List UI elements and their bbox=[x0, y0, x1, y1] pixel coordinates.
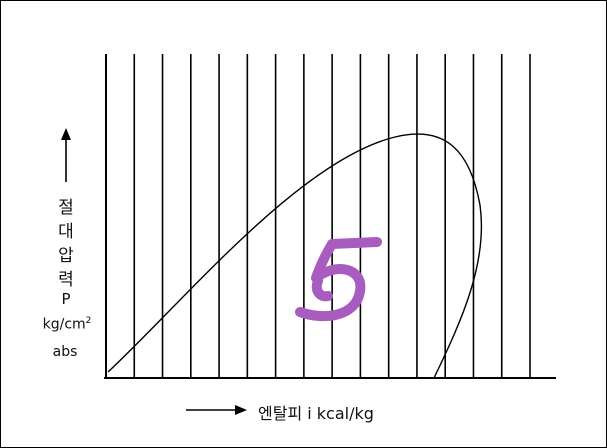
y-axis-arrow bbox=[61, 128, 71, 182]
y-label-char-2: 대 bbox=[58, 222, 74, 242]
saturation-dome-curve bbox=[107, 133, 483, 379]
x-axis-arrow bbox=[186, 405, 247, 415]
y-label-unit-exponent: 2 bbox=[85, 316, 92, 326]
y-label-char-3: 압 bbox=[58, 246, 74, 266]
enthalpy-grid-lines bbox=[105, 54, 531, 378]
y-label-unit: kg/cm2 bbox=[30, 316, 104, 333]
y-label-char-4: 력 bbox=[58, 270, 74, 290]
overlay-handwritten-5 bbox=[295, 237, 382, 322]
y-label-unit-suffix: abs bbox=[52, 344, 78, 360]
y-label-char-1: 절 bbox=[58, 198, 74, 218]
y-label-unit-base: kg/cm bbox=[42, 316, 86, 333]
x-axis-label: 엔탈피 i kcal/kg bbox=[258, 404, 374, 423]
y-label-symbol: P bbox=[61, 290, 71, 308]
